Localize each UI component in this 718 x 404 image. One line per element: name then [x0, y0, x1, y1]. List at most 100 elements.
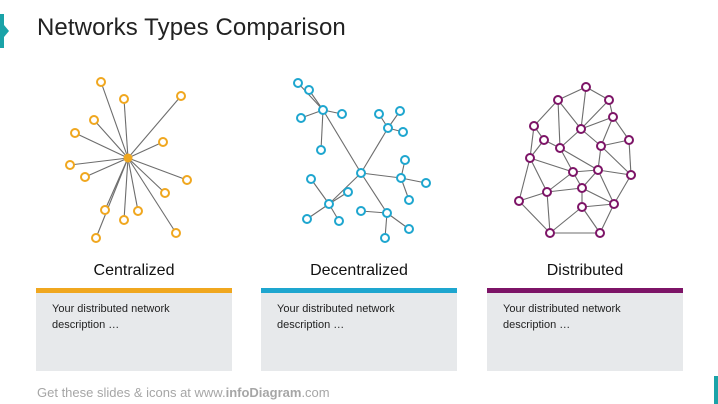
network-node	[65, 160, 75, 170]
distributed-description-panel: Your distributed network description …	[487, 293, 683, 371]
network-node	[380, 233, 390, 243]
network-node	[318, 105, 328, 115]
network-link	[597, 169, 632, 176]
network-node	[395, 106, 405, 116]
network-link	[613, 174, 632, 205]
network-node	[296, 113, 306, 123]
network-link	[557, 86, 587, 101]
network-link	[360, 172, 388, 214]
network-node	[356, 206, 366, 216]
network-link	[549, 206, 583, 234]
distributed-color-bar	[487, 288, 683, 293]
network-link	[600, 116, 614, 147]
network-node	[383, 123, 393, 133]
network-link	[546, 191, 551, 234]
network-link	[360, 127, 389, 174]
decentralized-description: Your distributed network description …	[277, 303, 395, 331]
network-link	[580, 86, 587, 130]
network-node	[80, 172, 90, 182]
network-node	[553, 95, 563, 105]
network-link	[84, 157, 129, 178]
centralized-label: Centralized	[93, 262, 175, 279]
network-node	[100, 205, 110, 215]
network-node	[133, 206, 143, 216]
network-link	[533, 99, 559, 127]
network-node	[337, 109, 347, 119]
network-node	[343, 187, 353, 197]
network-link	[557, 99, 561, 149]
network-link	[127, 141, 164, 159]
network-node	[398, 127, 408, 137]
network-link	[93, 119, 129, 159]
network-diagrams	[65, 77, 636, 243]
network-node	[581, 82, 591, 92]
centralized-network-graphic	[65, 77, 192, 243]
decentralized-description-panel: Your distributed network description …	[261, 293, 457, 371]
network-link	[518, 157, 531, 202]
network-link	[628, 139, 632, 176]
network-link	[74, 132, 129, 159]
slide-title: Networks Types Comparison	[37, 14, 346, 41]
distributed-label: Distributed	[546, 262, 624, 279]
network-node	[89, 115, 99, 125]
network-link	[322, 109, 362, 174]
network-link	[546, 171, 574, 193]
network-node	[324, 199, 334, 209]
network-link	[581, 187, 615, 205]
right-accent-marker	[714, 376, 718, 404]
network-link	[95, 157, 129, 239]
network-link	[529, 157, 548, 193]
network-node	[400, 155, 410, 165]
network-link	[546, 187, 583, 193]
network-link	[127, 157, 166, 194]
network-node	[626, 170, 636, 180]
network-link	[581, 206, 601, 234]
network-link	[600, 145, 632, 176]
network-node	[176, 91, 186, 101]
left-accent-marker	[0, 14, 9, 48]
network-node	[316, 145, 326, 155]
distributed-description: Your distributed network description …	[503, 303, 621, 331]
network-node	[555, 143, 565, 153]
network-node	[545, 228, 555, 238]
decentralized-color-bar	[261, 288, 457, 293]
network-node	[160, 188, 170, 198]
network-node	[182, 175, 192, 185]
network-node	[171, 228, 181, 238]
network-node	[542, 187, 552, 197]
decentralized-network-graphic	[293, 78, 431, 243]
network-node	[306, 174, 316, 184]
footer-prefix: Get these slides & icons at www.	[37, 385, 226, 400]
network-node	[514, 196, 524, 206]
network-link	[557, 99, 582, 130]
network-node	[119, 94, 129, 104]
network-link	[529, 125, 535, 159]
network-node	[96, 77, 106, 87]
network-link	[597, 169, 615, 205]
network-node	[624, 135, 634, 145]
network-node	[609, 199, 619, 209]
network-node	[356, 168, 366, 178]
network-link	[581, 203, 615, 208]
network-node	[604, 95, 614, 105]
network-node	[525, 153, 535, 163]
network-node	[529, 121, 539, 131]
network-node	[302, 214, 312, 224]
network-node	[91, 233, 101, 243]
network-node	[334, 216, 344, 226]
network-node	[577, 202, 587, 212]
network-link	[127, 157, 139, 212]
network-node	[374, 109, 384, 119]
network-link	[580, 116, 614, 130]
network-link	[127, 157, 188, 181]
network-node	[596, 141, 606, 151]
centralized-color-bar	[36, 288, 232, 293]
distributed-network-graphic	[514, 82, 636, 238]
network-node	[158, 137, 168, 147]
network-node	[539, 135, 549, 145]
network-link	[599, 203, 615, 234]
network-link	[320, 109, 324, 151]
network-link	[518, 200, 551, 234]
centralized-description-panel: Your distributed network description …	[36, 293, 232, 371]
network-link	[360, 172, 402, 179]
